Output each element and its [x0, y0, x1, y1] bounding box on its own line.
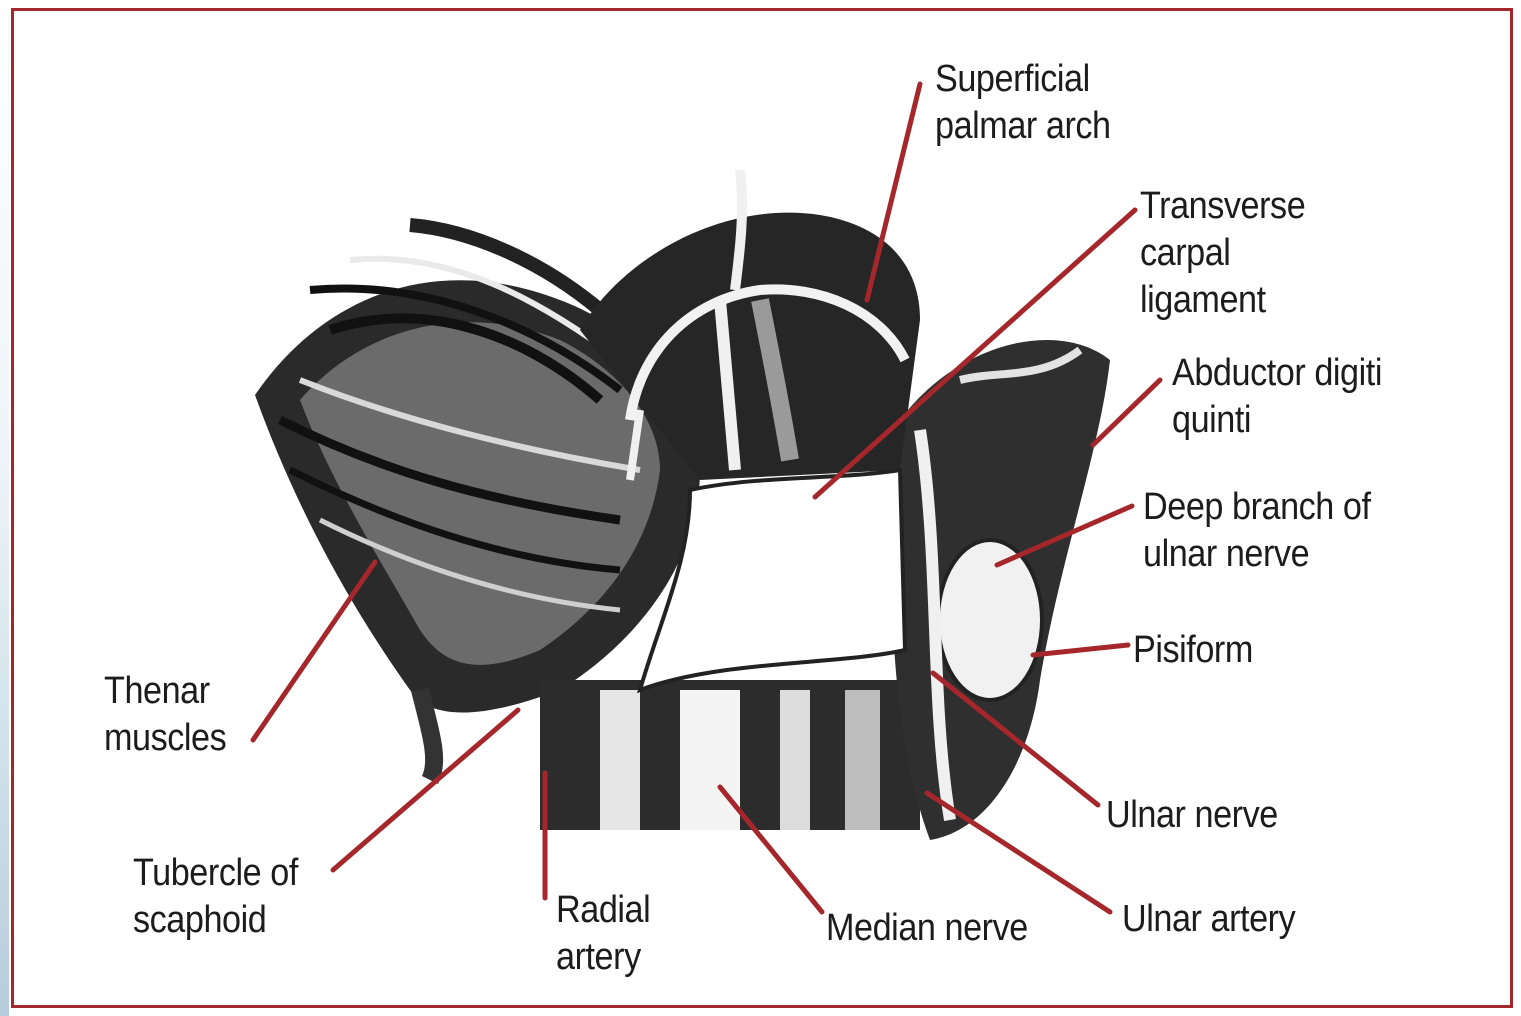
label-thenar-muscles: Thenar muscles [104, 668, 226, 762]
leader-ulnar-artery [927, 793, 1110, 912]
label-tubercle-of-scaphoid: Tubercle of scaphoid [133, 850, 298, 944]
label-pisiform: Pisiform [1133, 627, 1253, 674]
label-median-nerve: Median nerve [826, 905, 1028, 952]
label-radial-artery: Radial artery [556, 887, 650, 981]
forearm-tendons-drawing [540, 680, 920, 830]
label-superficial-palmar-arch: Superficial palmar arch [935, 56, 1111, 150]
label-deep-branch-ulnar-nerve: Deep branch of ulnar nerve [1143, 484, 1371, 578]
leader-thenar-muscles [253, 562, 375, 740]
hypothenar-drawing [892, 340, 1110, 840]
label-transverse-carpal-ligament: Transverse carpal ligament [1140, 183, 1305, 324]
leader-pisiform [1033, 645, 1128, 655]
label-abductor-digiti-quinti: Abductor digiti quinti [1172, 350, 1382, 444]
label-ulnar-artery: Ulnar artery [1122, 896, 1295, 943]
pisiform-bone [938, 540, 1042, 700]
label-ulnar-nerve: Ulnar nerve [1106, 792, 1278, 839]
